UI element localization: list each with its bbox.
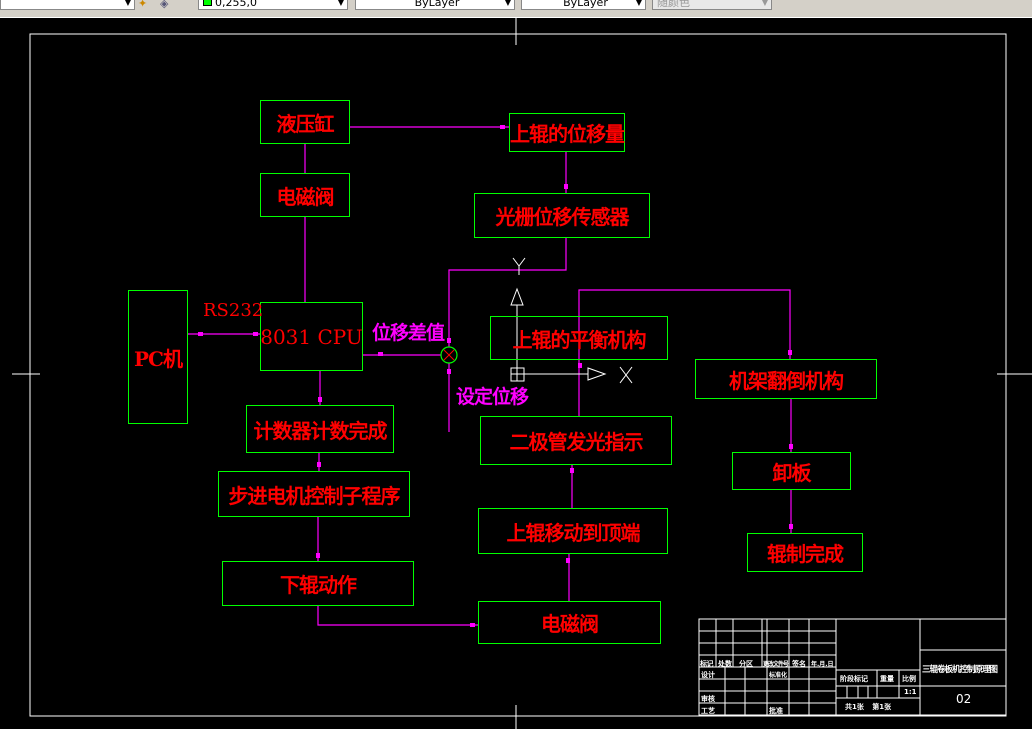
label-rs232: RS232 [203, 300, 264, 321]
summing-junction-icon [440, 346, 458, 364]
linetype-value: ByLayer [414, 0, 460, 9]
block-hydraulic-cylinder: 液压缸 [260, 100, 350, 144]
block-upper-roll-balance: 上辊的平衡机构 [490, 316, 668, 360]
chevron-down-icon: ▼ [504, 0, 511, 7]
block-upper-roll-displacement: 上辊的位移量 [509, 113, 625, 152]
block-cpu: 8031 CPU [260, 302, 363, 371]
lineweight-dropdown[interactable]: ByLayer ▼ [521, 0, 646, 10]
linetype-dropdown[interactable]: ByLayer ▼ [355, 0, 515, 10]
tb-drawing-title: 三辊卷板机控制原理图 [922, 665, 998, 675]
tb-approve: 批准 [769, 707, 783, 715]
tb-weight: 重量 [880, 675, 894, 683]
tb-scale-value: 1:1 [904, 688, 917, 696]
layer-dropdown[interactable]: ▼ [0, 0, 135, 10]
block-pc: PC机 [128, 290, 188, 424]
chevron-down-icon: ▼ [761, 0, 768, 7]
tb-header-sign: 签名 [792, 660, 806, 668]
layer-state-icon[interactable]: ✦ [138, 0, 148, 10]
ucs-icon [510, 257, 633, 384]
tb-sheets: 共1张 第1张 [845, 703, 892, 711]
block-diode-indicator: 二极管发光指示 [480, 416, 672, 465]
lineweight-value: ByLayer [563, 0, 608, 9]
block-rolling-done: 辊制完成 [747, 533, 863, 572]
viewport-edge [0, 12, 1032, 18]
layer-previous-icon[interactable]: ◈ [160, 0, 169, 10]
color-value: 0,255,0 [215, 0, 257, 9]
tb-header-change-doc: 更改文件号 [763, 661, 789, 668]
crosshair-ticks [12, 18, 1032, 729]
tb-header-date: 年.月.日 [811, 661, 834, 668]
chevron-down-icon: ▼ [337, 0, 344, 7]
plotstyle-dropdown[interactable]: 随颜色 ▼ [652, 0, 772, 10]
plotstyle-value: 随颜色 [657, 0, 690, 9]
chevron-down-icon: ▼ [635, 0, 642, 7]
drawing-frame [29, 33, 1007, 717]
label-displacement-diff: 位移差值 [372, 322, 445, 344]
tb-header-mark: 标记 [700, 660, 714, 668]
block-unload: 卸板 [732, 452, 851, 490]
tb-process: 工艺 [701, 707, 715, 715]
block-upper-roll-top: 上辊移动到顶端 [478, 508, 668, 554]
label-set-displacement: 设定位移 [456, 386, 529, 408]
block-stepper-subroutine: 步进电机控制子程序 [218, 471, 410, 517]
chevron-down-icon: ▼ [124, 0, 131, 7]
properties-toolbar: ▼ ✦ ◈ 0,255,0 ▼ ByLayer ▼ ByLayer ▼ 随颜色 ▼ [0, 0, 1032, 12]
title-block [698, 618, 1007, 716]
block-counter-done: 计数器计数完成 [246, 405, 394, 453]
grip-markers [198, 125, 793, 627]
tb-header-count: 处数 [718, 660, 732, 668]
color-dropdown[interactable]: 0,255,0 ▼ [198, 0, 348, 10]
tb-review: 审核 [701, 695, 715, 703]
block-lower-roll-action: 下辊动作 [222, 561, 414, 606]
color-swatch [203, 0, 212, 6]
block-grating-sensor: 光栅位移传感器 [474, 193, 650, 238]
tb-header-zone: 分区 [739, 660, 753, 668]
tb-drawing-number: 02 [956, 692, 972, 706]
tb-stage-mark: 阶段标记 [840, 675, 868, 683]
block-frame-tilt: 机架翻倒机构 [695, 359, 877, 399]
tb-scale: 比例 [902, 675, 916, 683]
block-solenoid-valve-top: 电磁阀 [260, 173, 350, 217]
tb-design: 设计 [701, 671, 715, 679]
block-solenoid-valve-bottom: 电磁阀 [478, 601, 661, 644]
tb-standardization: 标准化 [769, 672, 788, 679]
